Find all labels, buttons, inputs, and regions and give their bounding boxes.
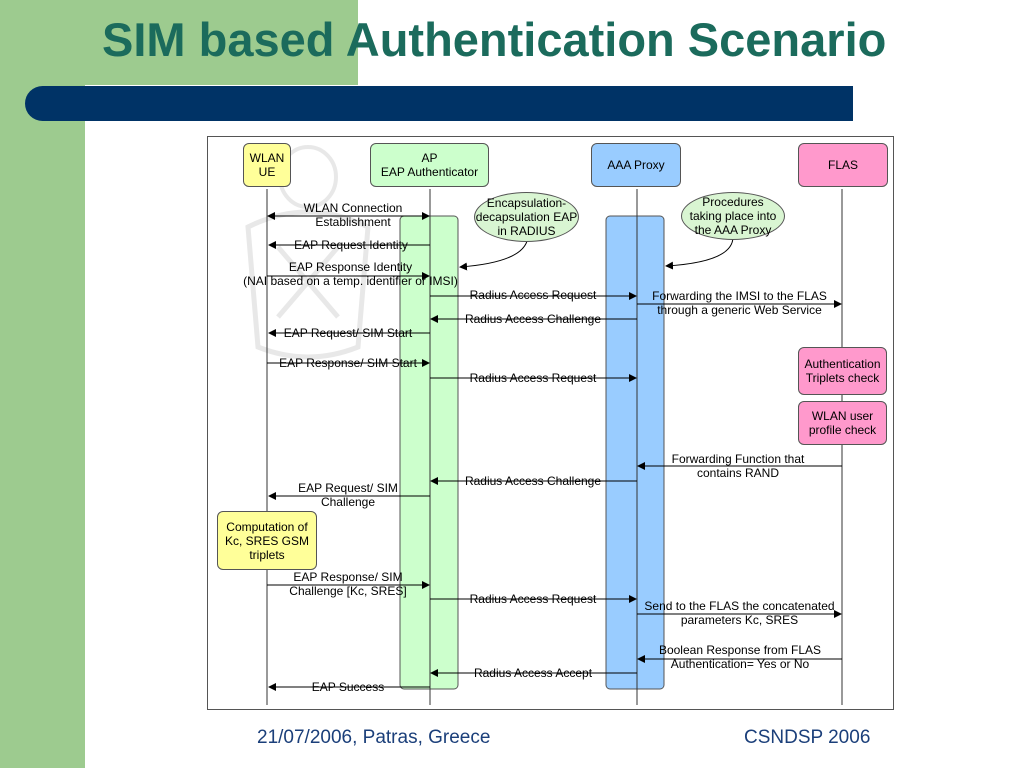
msg-eap-request-sim-start: EAP Request/ SIM Start <box>283 326 413 340</box>
msg-eap-response-identity: EAP Response Identity (NAI based on a te… <box>243 260 458 288</box>
title-accent-block <box>0 0 358 85</box>
left-accent-bar <box>0 0 85 768</box>
msg-forwarding-imsi: Forwarding the IMSI to the FLAS through … <box>652 289 827 317</box>
slide-title: SIM based Authentication Scenario <box>102 13 887 66</box>
msg-radius-access-request-2: Radius Access Request <box>469 371 597 385</box>
wlan-ue-box: WLAN UE <box>243 143 291 187</box>
msg-eap-response-sim-start: EAP Response/ SIM Start <box>279 356 417 370</box>
msg-send-to-flas: Send to the FLAS the concatenated parame… <box>644 599 835 627</box>
encapsulation-note: Encapsulation- decapsulation EAP in RADI… <box>474 192 579 242</box>
flas-box: FLAS <box>798 143 888 187</box>
msg-radius-access-request-3: Radius Access Request <box>469 592 597 606</box>
procedures-note: Procedures taking place into the AAA Pro… <box>681 192 785 240</box>
msg-forwarding-function: Forwarding Function that contains RAND <box>671 452 805 480</box>
msg-wlan-connection: WLAN Connection Establishment <box>303 201 403 229</box>
footer-date-location: 21/07/2006, Patras, Greece <box>257 727 491 748</box>
msg-radius-access-challenge-1: Radius Access Challenge <box>464 312 602 326</box>
msg-boolean-response: Boolean Response from FLAS Authenticatio… <box>658 643 822 671</box>
msg-eap-request-identity: EAP Request Identity <box>294 238 408 252</box>
computation-box: Computation of Kc, SRES GSM triplets <box>217 511 317 570</box>
aaa-proxy-box: AAA Proxy <box>591 143 681 187</box>
aaa-activation-bar <box>605 215 665 690</box>
sequence-diagram: WLAN UE AP EAP Authenticator AAA Proxy F… <box>207 136 894 710</box>
msg-eap-request-sim-challenge: EAP Request/ SIM Challenge <box>298 481 398 509</box>
profile-check-box: WLAN user profile check <box>798 401 887 445</box>
auth-triplets-check-box: Authentication Triplets check <box>798 347 887 395</box>
ap-authenticator-box: AP EAP Authenticator <box>370 143 489 187</box>
title-underline-bar <box>25 86 853 121</box>
msg-eap-response-sim-challenge: EAP Response/ SIM Challenge [Kc, SRES] <box>289 570 407 598</box>
msg-radius-access-accept: Radius Access Accept <box>473 666 593 680</box>
msg-radius-access-challenge-2: Radius Access Challenge <box>464 474 602 488</box>
msg-eap-success: EAP Success <box>311 680 385 694</box>
diagram-lines <box>266 189 843 705</box>
msg-radius-access-request-1: Radius Access Request <box>469 288 597 302</box>
footer-conference: CSNDSP 2006 <box>744 727 871 748</box>
